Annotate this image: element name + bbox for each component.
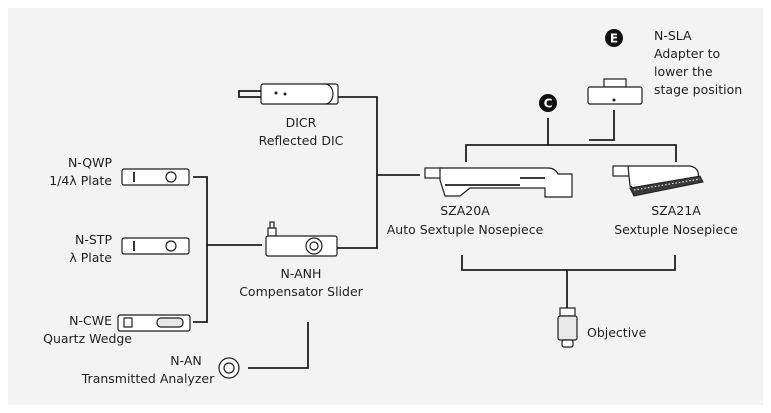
n-cwe-desc: Quartz Wedge bbox=[43, 331, 132, 346]
sza20a-desc: Auto Sextuple Nosepiece bbox=[387, 222, 544, 237]
n-stp-name: N-STP bbox=[75, 232, 112, 247]
n-cwe-illustration bbox=[117, 314, 191, 332]
n-sla-desc-3: stage position bbox=[654, 82, 742, 97]
n-stp-desc: λ Plate bbox=[69, 250, 112, 265]
n-sla-illustration bbox=[587, 78, 643, 105]
marker-c: C bbox=[539, 94, 557, 112]
diagram-panel bbox=[8, 8, 763, 405]
objective-label: Objective bbox=[587, 325, 647, 340]
marker-c-label: C bbox=[544, 97, 553, 111]
n-qwp-desc: 1/4λ Plate bbox=[49, 173, 112, 188]
marker-e: E bbox=[605, 29, 623, 47]
n-an-illustration bbox=[218, 357, 240, 379]
n-qwp-name: N-QWP bbox=[68, 155, 113, 170]
sza20a-name: SZA20A bbox=[440, 203, 490, 218]
objective-illustration bbox=[557, 307, 578, 348]
sza21a-illustration bbox=[612, 165, 704, 197]
dicr-desc: Reflected DIC bbox=[259, 133, 344, 148]
n-stp-illustration bbox=[121, 237, 190, 255]
sza20a-illustration bbox=[424, 167, 573, 198]
n-anh-desc: Compensator Slider bbox=[239, 284, 363, 299]
dicr-slider-illustration bbox=[238, 83, 339, 105]
n-qwp-illustration bbox=[121, 168, 190, 186]
n-anh-name: N-ANH bbox=[281, 266, 322, 281]
n-anh-illustration bbox=[265, 221, 338, 257]
n-an-desc: Transmitted Analyzer bbox=[81, 371, 215, 386]
connector-lines bbox=[193, 96, 677, 369]
sza21a-name: SZA21A bbox=[651, 203, 701, 218]
sza21a-desc: Sextuple Nosepiece bbox=[614, 222, 738, 237]
dicr-name: DICR bbox=[286, 115, 317, 130]
n-cwe-name: N-CWE bbox=[69, 313, 112, 328]
n-an-name: N-AN bbox=[170, 353, 202, 368]
marker-e-label: E bbox=[610, 32, 618, 46]
n-sla-name: N-SLA bbox=[654, 28, 692, 43]
n-sla-desc-1: Adapter to bbox=[654, 46, 720, 61]
n-sla-desc-2: lower the bbox=[654, 64, 713, 79]
